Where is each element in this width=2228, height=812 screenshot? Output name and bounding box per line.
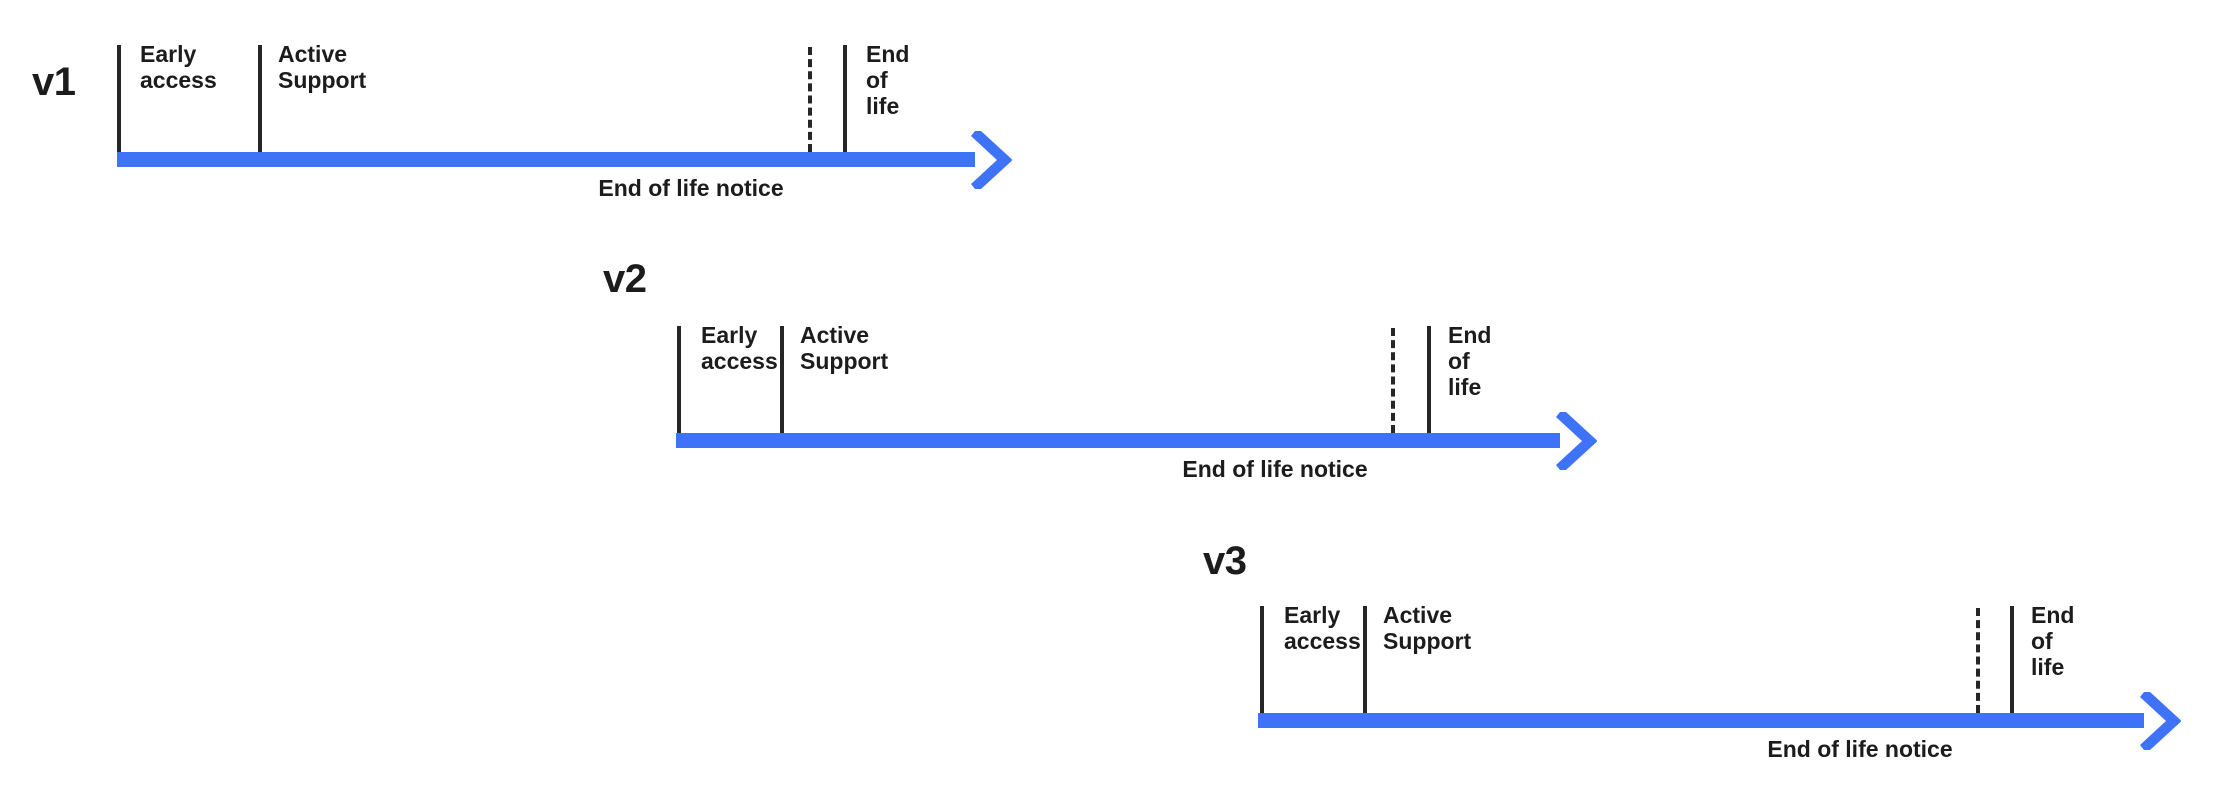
end-of-life-notice-label: End of life notice — [598, 175, 784, 201]
phase-divider-4-solid — [1427, 326, 1431, 433]
phase-divider-4-solid — [843, 45, 847, 152]
phase-divider-3-dashed — [1976, 608, 1980, 713]
phase-label-active_support: Active Support — [800, 322, 889, 374]
end-of-life-notice-label: End of life notice — [1182, 456, 1368, 482]
end-of-life-notice-label: End of life notice — [1767, 736, 1953, 762]
phase-label-active_support: Active Support — [278, 41, 367, 93]
phase-divider-1-solid — [677, 326, 681, 433]
phase-divider-2-solid — [258, 45, 262, 152]
timeline-arrowhead — [1552, 410, 1598, 472]
phase-label-early_access: Early access — [140, 41, 217, 93]
phase-divider-1-solid — [117, 45, 121, 152]
version-label-v3: v3 — [1203, 539, 1247, 583]
phase-label-early_access: Early access — [701, 322, 778, 374]
version-label-v2: v2 — [603, 257, 647, 301]
phase-label-active_support: Active Support — [1383, 602, 1472, 654]
timeline-arrowhead — [2136, 690, 2182, 752]
version-label-v1: v1 — [32, 60, 76, 104]
phase-divider-1-solid — [1260, 606, 1264, 713]
phase-label-early_access: Early access — [1284, 602, 1361, 654]
phase-divider-2-solid — [780, 326, 784, 433]
phase-divider-2-solid — [1363, 606, 1367, 713]
timeline-arrow — [1258, 691, 2182, 750]
timeline-shaft — [117, 152, 975, 167]
timeline-arrow — [676, 411, 1598, 470]
timeline-shaft — [1258, 713, 2144, 728]
phase-label-end_of_life: End of life — [1448, 322, 1492, 400]
phase-divider-4-solid — [2010, 606, 2014, 713]
phase-divider-3-dashed — [808, 47, 812, 152]
phase-label-end_of_life: End of life — [866, 41, 910, 119]
timeline-arrowhead — [967, 129, 1013, 191]
phase-divider-3-dashed — [1391, 328, 1395, 433]
phase-label-end_of_life: End of life — [2031, 602, 2075, 680]
timeline-shaft — [676, 433, 1560, 448]
timeline-arrow — [117, 130, 1013, 189]
